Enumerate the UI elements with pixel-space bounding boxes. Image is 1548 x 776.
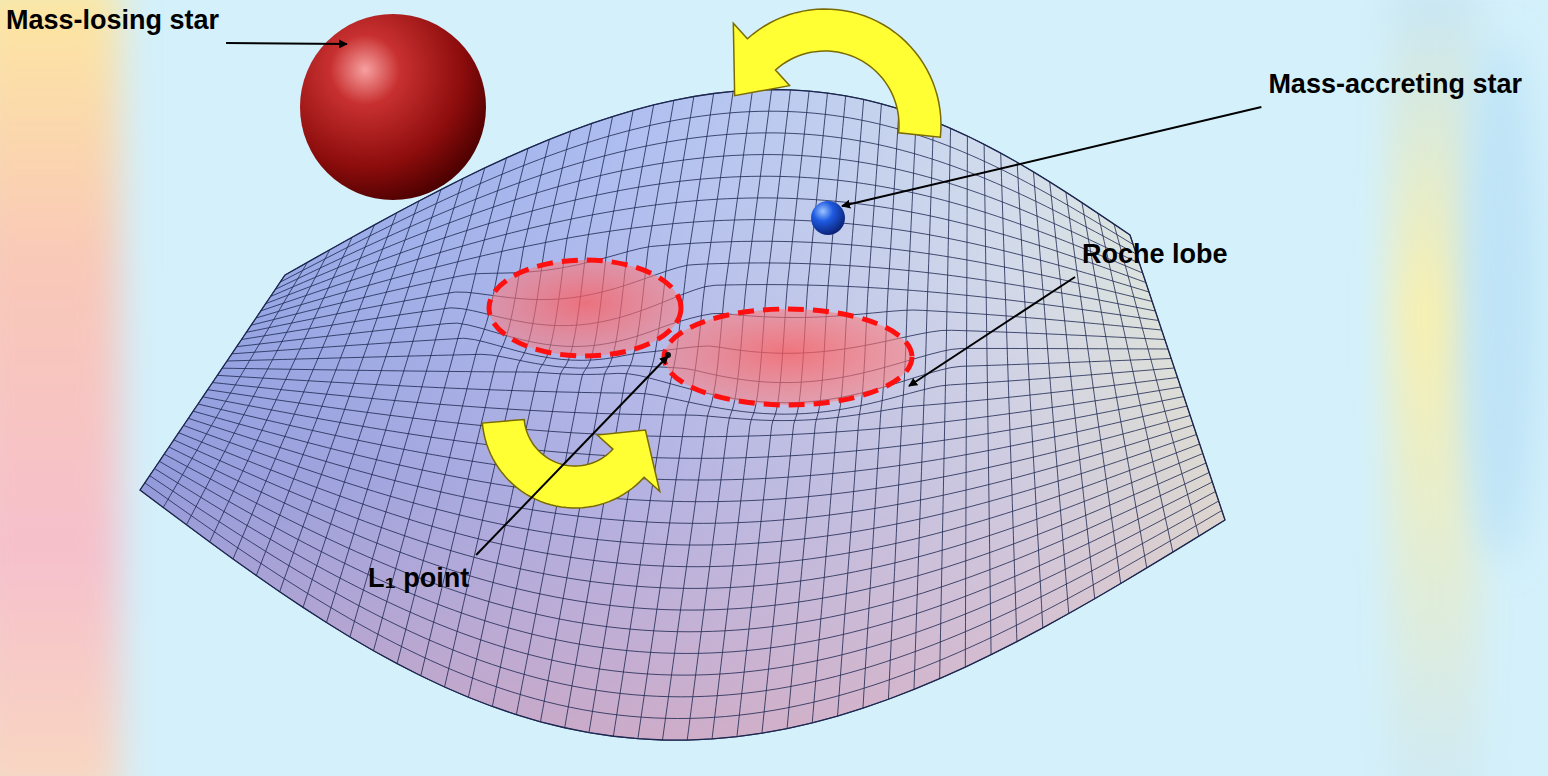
left-band — [0, 0, 120, 776]
mesh-line — [169, 447, 1206, 610]
leader-line — [842, 107, 1261, 206]
mesh-line — [145, 483, 1222, 719]
mesh-line — [687, 90, 771, 741]
callout-label: L₁ point — [368, 562, 469, 594]
mesh-line — [193, 411, 1190, 502]
mesh-line — [251, 241, 1152, 325]
mesh-line — [174, 440, 1203, 589]
roche-lobe — [489, 260, 681, 356]
leader-line — [909, 277, 1075, 386]
surface-edge — [140, 90, 1225, 741]
right-glow — [1460, 40, 1540, 560]
mesh-line — [150, 476, 1219, 697]
orbit-arrow — [733, 9, 941, 137]
mass-accreting-star — [811, 201, 845, 235]
mesh-line — [838, 104, 882, 716]
roche-lobes — [489, 260, 912, 405]
leader-line — [226, 43, 347, 44]
mesh-line — [140, 490, 1225, 740]
surface-fill — [140, 90, 1225, 741]
mesh-line — [198, 404, 1187, 480]
mesh-line — [208, 387, 1181, 437]
mesh-line — [164, 454, 1209, 632]
mesh-line — [155, 469, 1216, 676]
orbit-arrow — [482, 419, 659, 508]
mass-losing-star — [300, 14, 486, 200]
roche-lobe — [664, 309, 912, 405]
mesh-line — [812, 99, 863, 722]
mesh-line — [184, 426, 1197, 546]
mesh-line — [188, 418, 1193, 523]
leader-lines — [226, 43, 1261, 555]
leader-line — [476, 356, 668, 555]
potential-surface — [140, 90, 1225, 741]
orbit-arrows — [482, 9, 941, 508]
callout-label: Roche lobe — [1082, 238, 1228, 270]
surface-shade — [140, 90, 1225, 741]
callout-label: Mass-losing star — [6, 4, 219, 36]
mesh-line — [203, 397, 1184, 459]
mesh-line — [159, 461, 1212, 653]
callout-label: Mass-accreting star — [1268, 68, 1522, 100]
